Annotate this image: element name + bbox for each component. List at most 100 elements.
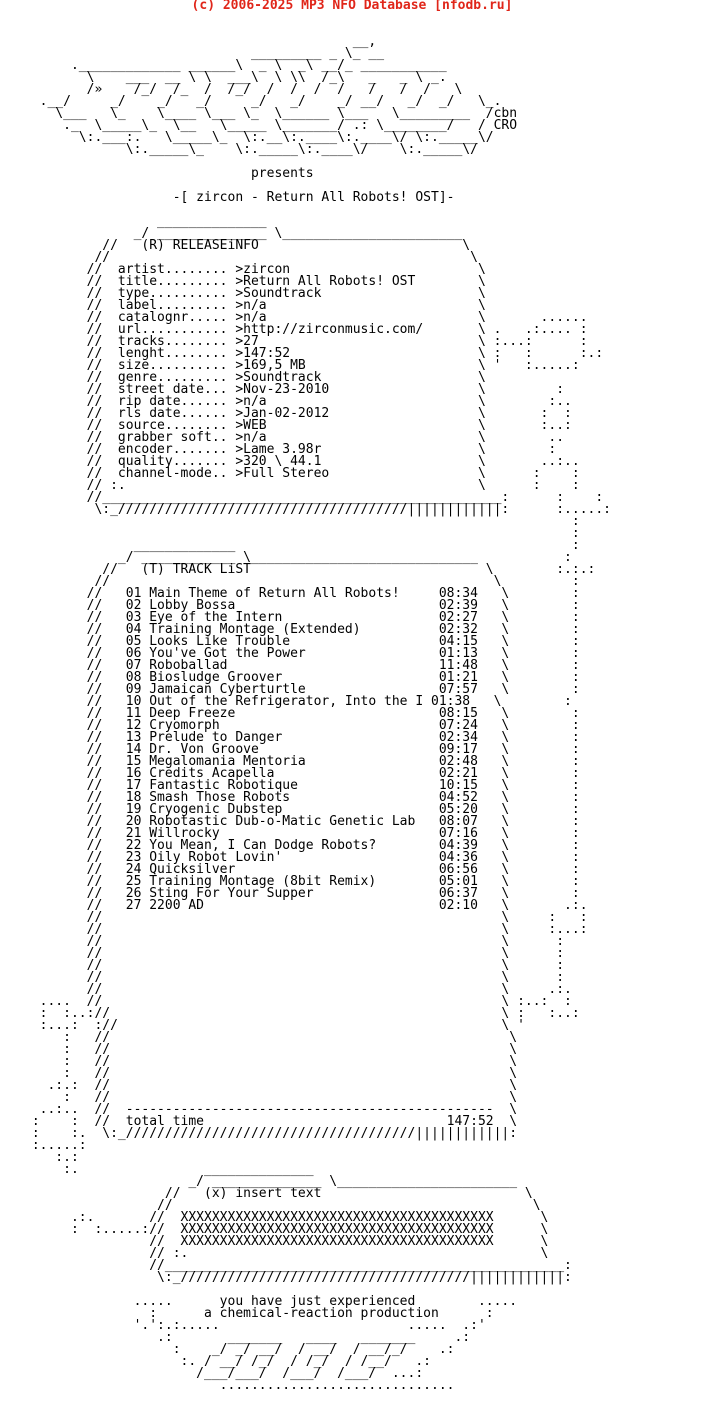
nfo-line: // 05 Looks Like Trouble 04:15 \ : <box>24 634 580 649</box>
nfo-line: \ ___ __ \ \ ___\ \ \\ /_\ _ _ \ _. <box>24 70 447 85</box>
nfo-line: // catalognr..... >n/a \ ...... <box>24 310 588 325</box>
nfo-line: // label......... >n/a \ <box>24 298 486 313</box>
nfo-line: \:.___:. \_____\_ \:.__\:.____\:.____\/ … <box>24 130 494 145</box>
nfo-line: : _/ _/ __/ / __/ / __/_/ .: <box>24 1342 455 1357</box>
nfo-line: // XXXXXXXXXXXXXXXXXXXXXXXXXXXXXXXXXXXXX… <box>24 1234 549 1249</box>
nfo-line: \:._____\_ \:._____\:.____\/ \:._____\/ <box>24 142 478 157</box>
nfo-line: : :.....:// XXXXXXXXXXXXXXXXXXXXXXXXXXXX… <box>24 1222 549 1237</box>
nfo-line: _/ ______________ \_____________________… <box>24 1174 518 1189</box>
nfo-line: : // \ <box>24 1030 518 1045</box>
nfo-line: // artist........ >zircon \ <box>24 262 486 277</box>
nfo-line: // 23 Oily Robot Lovin' 04:36 \ : <box>24 850 580 865</box>
nfo-line: ..... you have just experienced ..... <box>24 1294 518 1309</box>
nfo-line: presents <box>24 166 314 181</box>
nfo-line: // 25 Training Montage (8bit Remix) 05:0… <box>24 874 580 889</box>
nfo-line: // lenght........ >147:52 \ : : :.: <box>24 346 604 361</box>
nfo-line: // url........... >http://zirconmusic.co… <box>24 322 588 337</box>
nfo-line: // source........ >WEB \ :..: <box>24 418 572 433</box>
nfo-line: // \ : <box>24 970 565 985</box>
nfo-line: // title......... >Return All Robots! OS… <box>24 274 486 289</box>
nfo-line: // 12 Cryomorph 07:24 \ : <box>24 718 580 733</box>
nfo-line: : // \ <box>24 1066 518 1081</box>
nfo-line: /» /_/ /_ / /_/ / / / / / / / \ <box>24 82 463 97</box>
nfo-line: // \ <box>24 250 478 265</box>
nfo-line: // 19 Cryogenic Dubstep 05:20 \ : <box>24 802 580 817</box>
nfo-line: // 27 2200 AD 02:10 \ .:. <box>24 898 588 913</box>
nfo-line: // quality....... >320 \ 44.1 \ ..:.. <box>24 454 580 469</box>
nfo-line: __, <box>24 34 377 49</box>
nfo-line: // grabber soft.. >n/a \ .. <box>24 430 565 445</box>
nfo-line: .............................. <box>24 1378 455 1393</box>
nfo-line: : // \ <box>24 1042 518 1057</box>
nfo-line: //______________________________________… <box>24 490 604 505</box>
nfo-line: //______________________________________… <box>24 1258 572 1273</box>
nfo-line: : <box>24 526 580 541</box>
nfo-line: _____________ : <box>24 538 580 553</box>
nfo-line: // 03 Eye of the Intern 02:27 \ : <box>24 610 580 625</box>
nfo-line: // encoder....... >Lame 3.98r \ : <box>24 442 557 457</box>
nfo-line: // \ <box>24 1198 541 1213</box>
nfo-ascii-art: __, _________ _ \_ __ ._____________ ___… <box>24 34 611 1393</box>
nfo-line: // genre......... >Soundtrack \ <box>24 370 486 385</box>
nfo-line: // 09 Jamaican Cyberturtle 07:57 \ : <box>24 682 580 697</box>
nfo-line: -[ zircon - Return All Robots! OST]- <box>24 190 455 205</box>
nfo-line: : :..:// \ : :..: <box>24 1006 580 1021</box>
nfo-line: // \ : <box>24 934 565 949</box>
nfo-line: // \ :...: <box>24 922 588 937</box>
nfo-line: .:. // XXXXXXXXXXXXXXXXXXXXXXXXXXXXXXXXX… <box>24 1210 549 1225</box>
nfo-line: \:_/////////////////////////////////////… <box>24 502 611 517</box>
site-header: (c) 2006-2025 MP3 NFO Database [nfodb.ru… <box>191 0 513 13</box>
nfo-line: .:.: // \ <box>24 1078 518 1093</box>
nfo-line: .... // \ :..: : <box>24 994 572 1009</box>
nfo-line: .: _______ ____ _______ .: <box>24 1330 471 1345</box>
nfo-line: // size.......... >169,5 MB \ ' :.....: <box>24 358 580 373</box>
nfo-line: // 20 Robotastic Dub-o-Matic Genetic Lab… <box>24 814 580 829</box>
nfo-line: // rip date...... >n/a \ :.. <box>24 394 572 409</box>
nfo-line: // 11 Deep Freeze 08:15 \ : <box>24 706 580 721</box>
nfo-line: // 14 Dr. Von Groove 09:17 \ : <box>24 742 580 757</box>
nfo-line: \:_/////////////////////////////////////… <box>24 1270 572 1285</box>
nfo-line: : : // total time 147:52 \ <box>24 1114 518 1129</box>
nfo-line: // rls date...... >Jan-02-2012 \ : : <box>24 406 572 421</box>
nfo-line: // channel-mode.. >Full Stereo \ : : <box>24 466 580 481</box>
nfo-line: :.....: <box>24 1138 87 1153</box>
nfo-line: // 15 Megalomania Mentoria 02:48 \ : <box>24 754 580 769</box>
nfo-line: // street date... >Nov-23-2010 \ : <box>24 382 565 397</box>
nfo-line: :. ______________ <box>24 1162 314 1177</box>
nfo-line: _/ ____________ \_______________________… <box>24 550 572 565</box>
nfo-line: // \ : <box>24 946 565 961</box>
nfo-line: _/ ______________ \_____________________… <box>24 226 463 241</box>
nfo-line: :.: <box>24 1150 79 1165</box>
nfo-line: : :. \:_////////////////////////////////… <box>24 1126 518 1141</box>
nfo-line: : a chemical-reaction production : <box>24 1306 494 1321</box>
nfo-line: // 10 Out of the Refrigerator, Into the … <box>24 694 572 709</box>
nfo-line: // 18 Smash Those Robots 04:52 \ : <box>24 790 580 805</box>
nfo-line: // type.......... >Soundtrack \ <box>24 286 486 301</box>
nfo-line: // 07 Roboballad 11:48 \ : <box>24 658 580 673</box>
nfo-line: // 24 Quicksilver 06:56 \ : <box>24 862 580 877</box>
nfo-line: : <box>24 514 580 529</box>
nfo-line: // :. \ : : <box>24 478 580 493</box>
nfo-line: // 08 Biosludge Groover 01:21 \ : <box>24 670 580 685</box>
nfo-line: \___ \_ \____ \___ \_ \______ \___ \____… <box>24 106 518 121</box>
nfo-line: : // \ <box>24 1054 518 1069</box>
nfo-line: ._ \_____\_ \__ \_____ \_______/ .: \___… <box>24 118 518 133</box>
nfo-line: :...: :// \ ' <box>24 1018 525 1033</box>
nfo-line: // \ .:. <box>24 982 572 997</box>
nfo-line: // (R) RELEASEiNFO \ <box>24 238 471 253</box>
nfo-line: // \ : : <box>24 910 588 925</box>
nfo-line: // 06 You've Got the Power 01:13 \ : <box>24 646 580 661</box>
nfo-line: /___/___/ /___/ /___/ ...: <box>24 1366 424 1381</box>
nfo-line: // 13 Prelude to Danger 02:34 \ : <box>24 730 580 745</box>
nfo-line: // 17 Fantastic Robotique 10:15 \ : <box>24 778 580 793</box>
nfo-line: // \ : <box>24 574 580 589</box>
nfo-line: ._____________ ______\ _ \ _\ __/_ _____… <box>24 58 447 73</box>
nfo-line: // 16 Credits Acapella 02:21 \ : <box>24 766 580 781</box>
nfo-line: .__/ _/ _/ _/ _/ _/ _/ __/ _/ _/ \_. <box>24 94 502 109</box>
nfo-line: '.':.:..... ..... .:' <box>24 1318 486 1333</box>
nfo-line: :. / __/ /_/ / /_/ / /__/ .: <box>24 1354 431 1369</box>
nfo-line: // 04 Training Montage (Extended) 02:32 … <box>24 622 580 637</box>
nfo-line: // (T) TRACK LiST \ :.:.: <box>24 562 596 577</box>
nfo-line: // 21 Willrocky 07:16 \ : <box>24 826 580 841</box>
nfo-line: // :. \ <box>24 1246 549 1261</box>
